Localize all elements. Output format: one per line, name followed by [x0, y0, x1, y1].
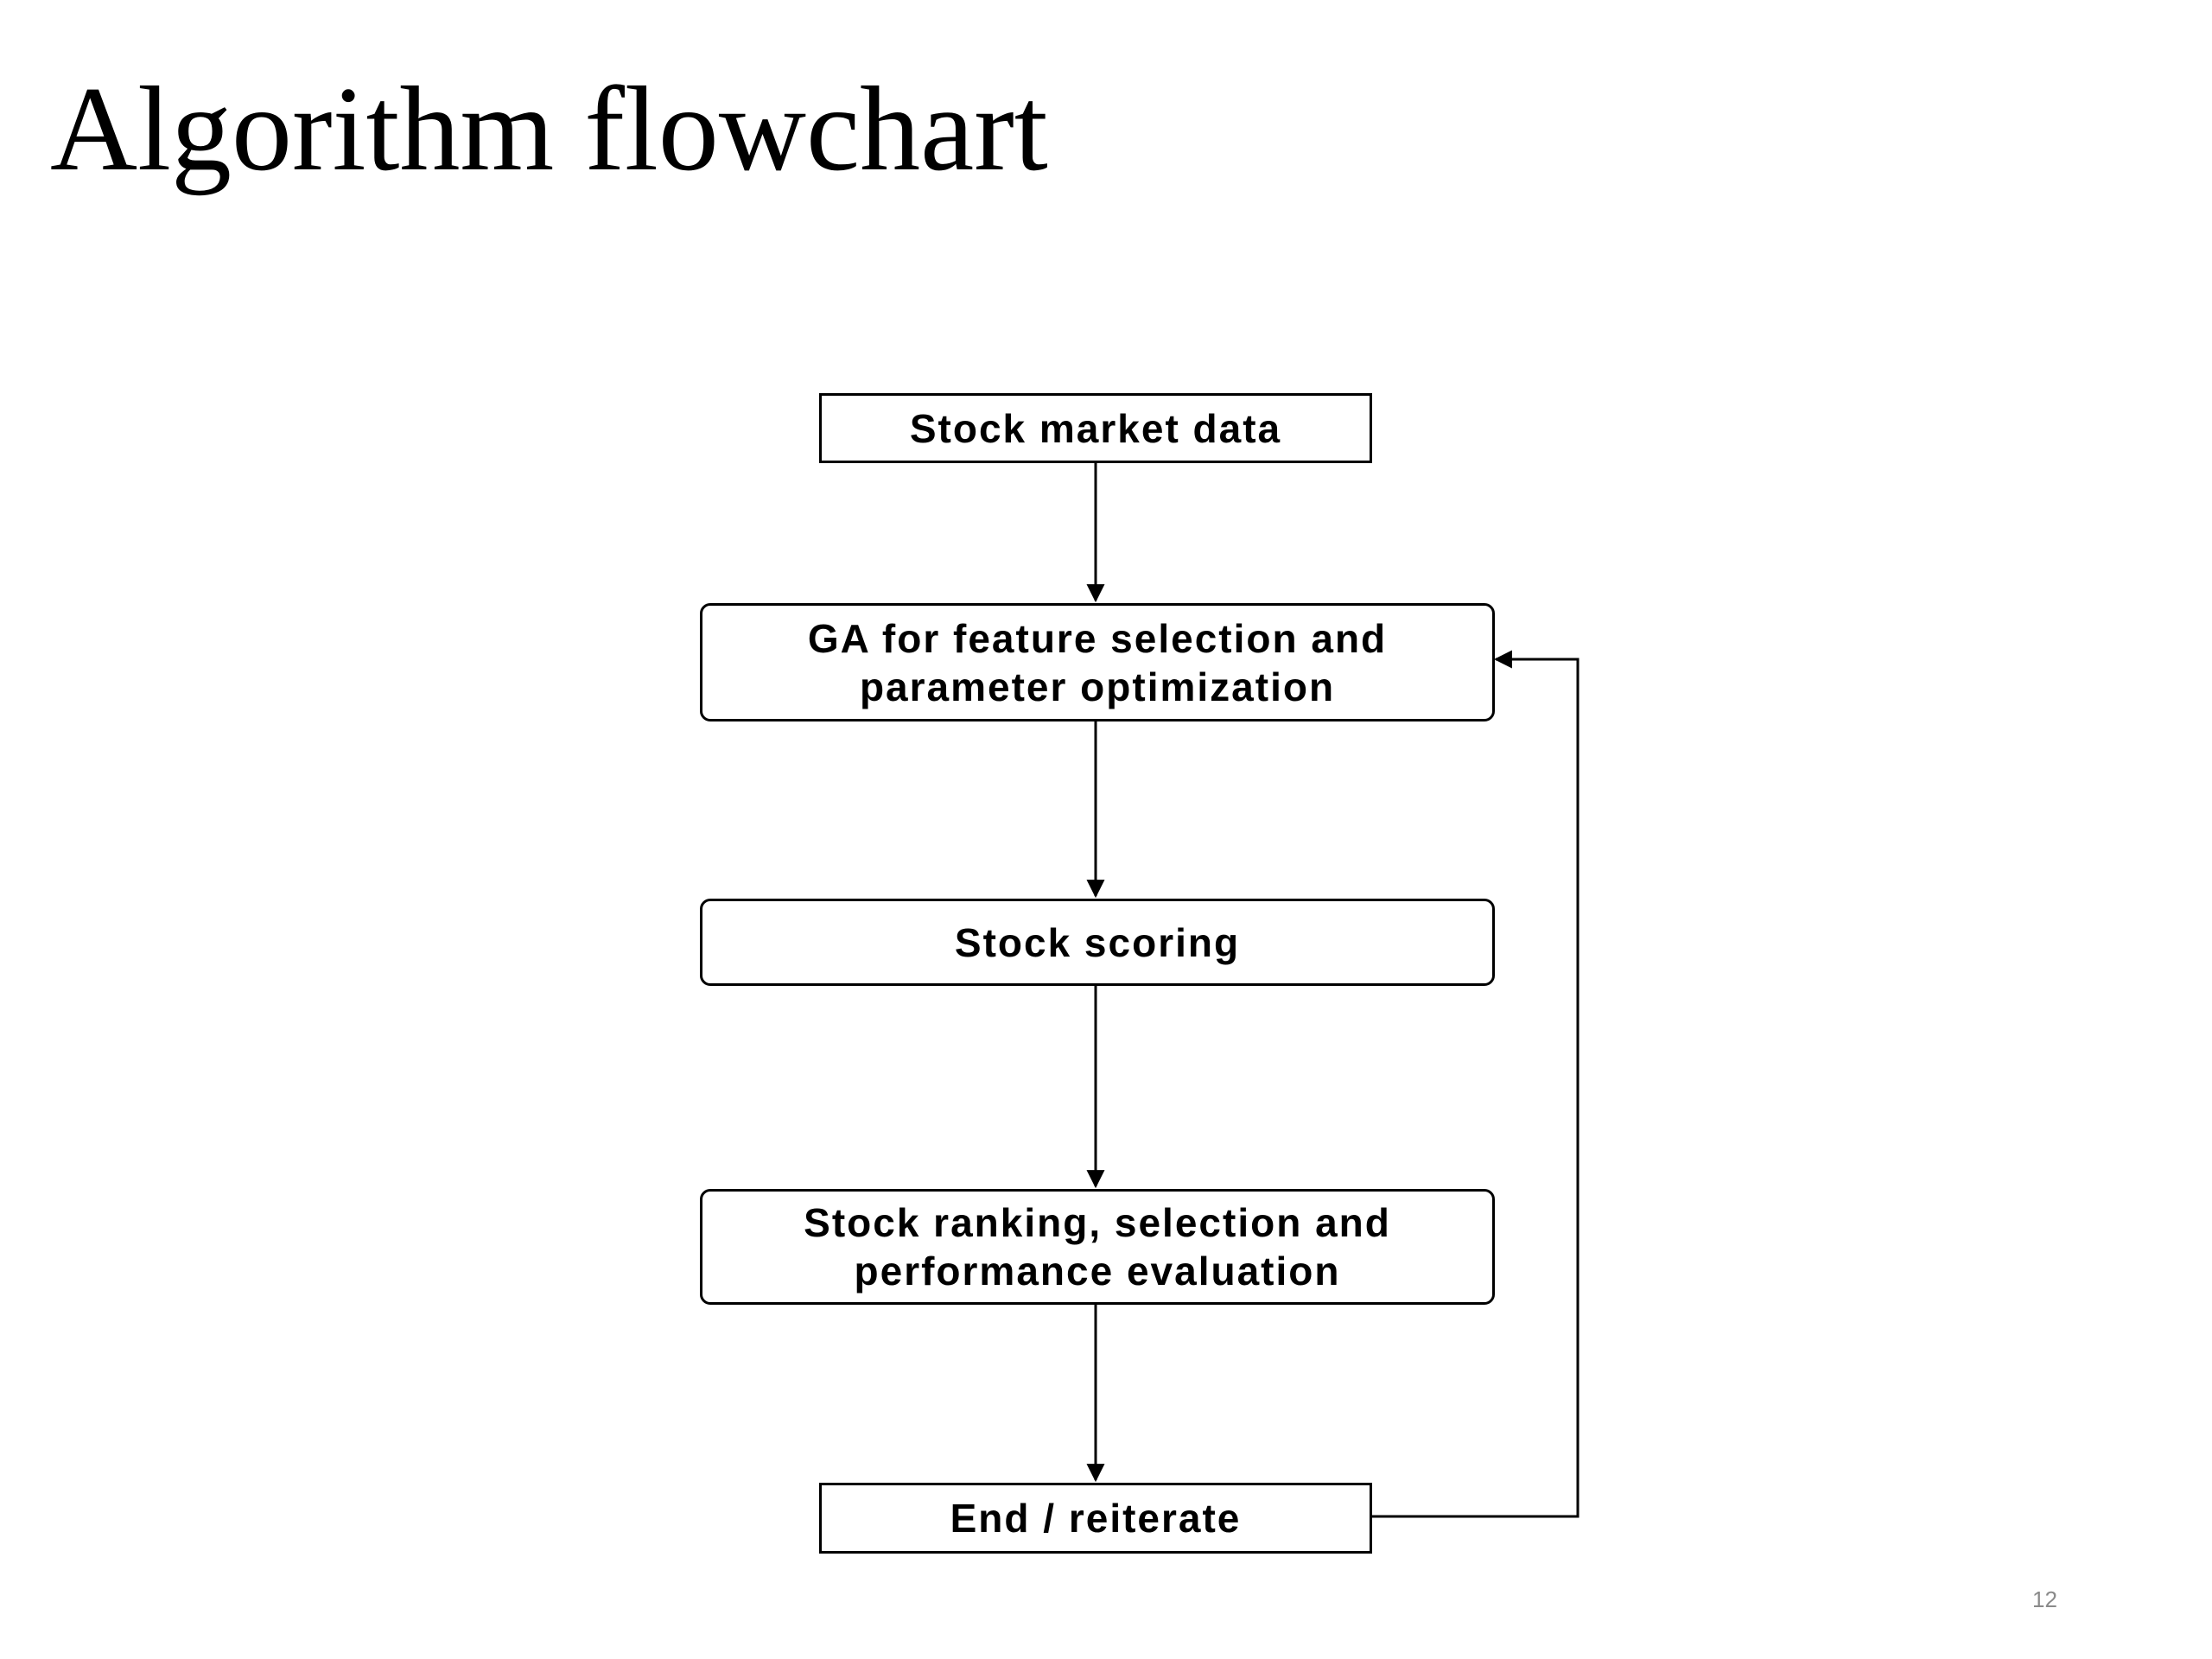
page-number: 12 [2032, 1586, 2057, 1612]
node-label: Stock market data [909, 405, 1282, 451]
node-end-reiterate: End / reiterate [819, 1483, 1372, 1554]
node-label: GA for feature selection and parameter o… [807, 615, 1388, 709]
slide-title: Algorithm flowchart [50, 62, 1048, 196]
node-stock-ranking: Stock ranking, selection and performance… [700, 1189, 1495, 1305]
node-label: Stock scoring [954, 919, 1241, 965]
node-ga-feature-selection: GA for feature selection and parameter o… [700, 603, 1495, 721]
node-label: Stock ranking, selection and performance… [804, 1200, 1391, 1294]
node-stock-market-data: Stock market data [819, 393, 1372, 463]
edge-end-to-ga-feedback [1372, 650, 1580, 1518]
node-stock-scoring: Stock scoring [700, 899, 1495, 986]
node-label: End / reiterate [950, 1496, 1242, 1541]
